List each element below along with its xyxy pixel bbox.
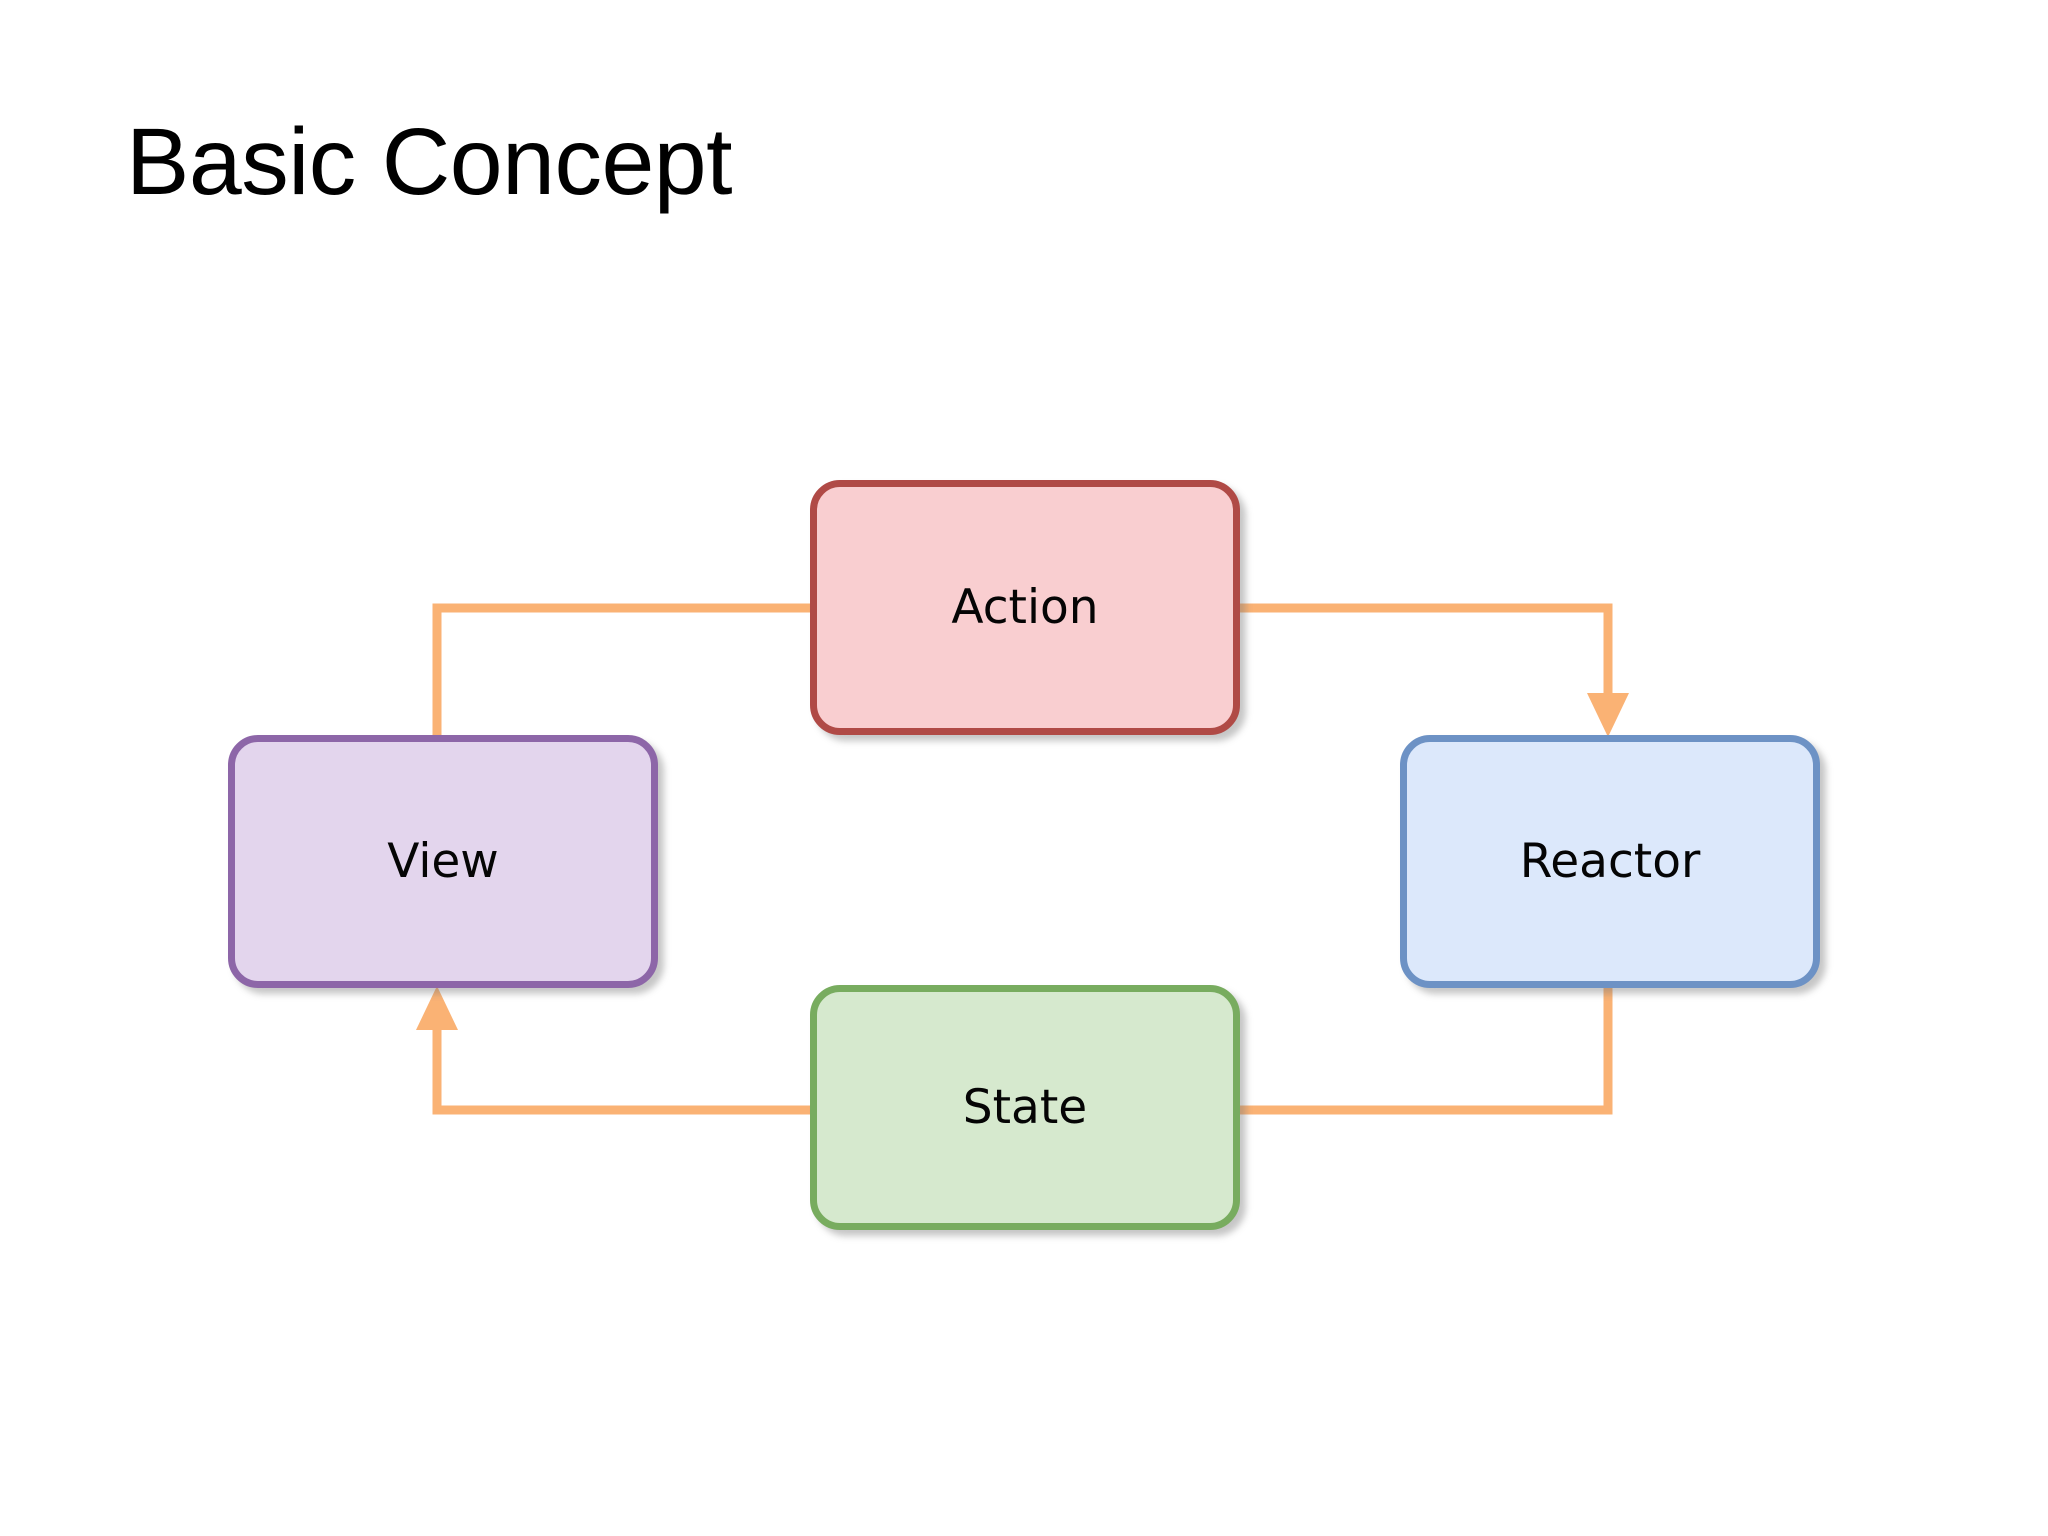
- diagram-node-state-label: State: [962, 1080, 1088, 1135]
- diagram-node-view[interactable]: View: [228, 735, 658, 988]
- edge-action-to-reactor: [1240, 603, 1613, 718]
- diagram-node-state[interactable]: State: [810, 985, 1240, 1230]
- diagram-node-reactor-label: Reactor: [1519, 834, 1701, 889]
- diagram-node-action-label: Action: [951, 580, 1099, 635]
- arrowhead-into-view: [416, 986, 458, 1030]
- edge-reactor-to-state: [1240, 988, 1613, 1115]
- edge-view-to-action: [432, 603, 810, 735]
- diagram-node-view-label: View: [387, 834, 499, 889]
- edge-state-to-view: [432, 1007, 810, 1115]
- arrowhead-into-reactor: [1587, 693, 1629, 737]
- page-title: Basic Concept: [126, 109, 733, 215]
- diagram-node-action[interactable]: Action: [810, 480, 1240, 735]
- diagram-node-reactor[interactable]: Reactor: [1400, 735, 1820, 988]
